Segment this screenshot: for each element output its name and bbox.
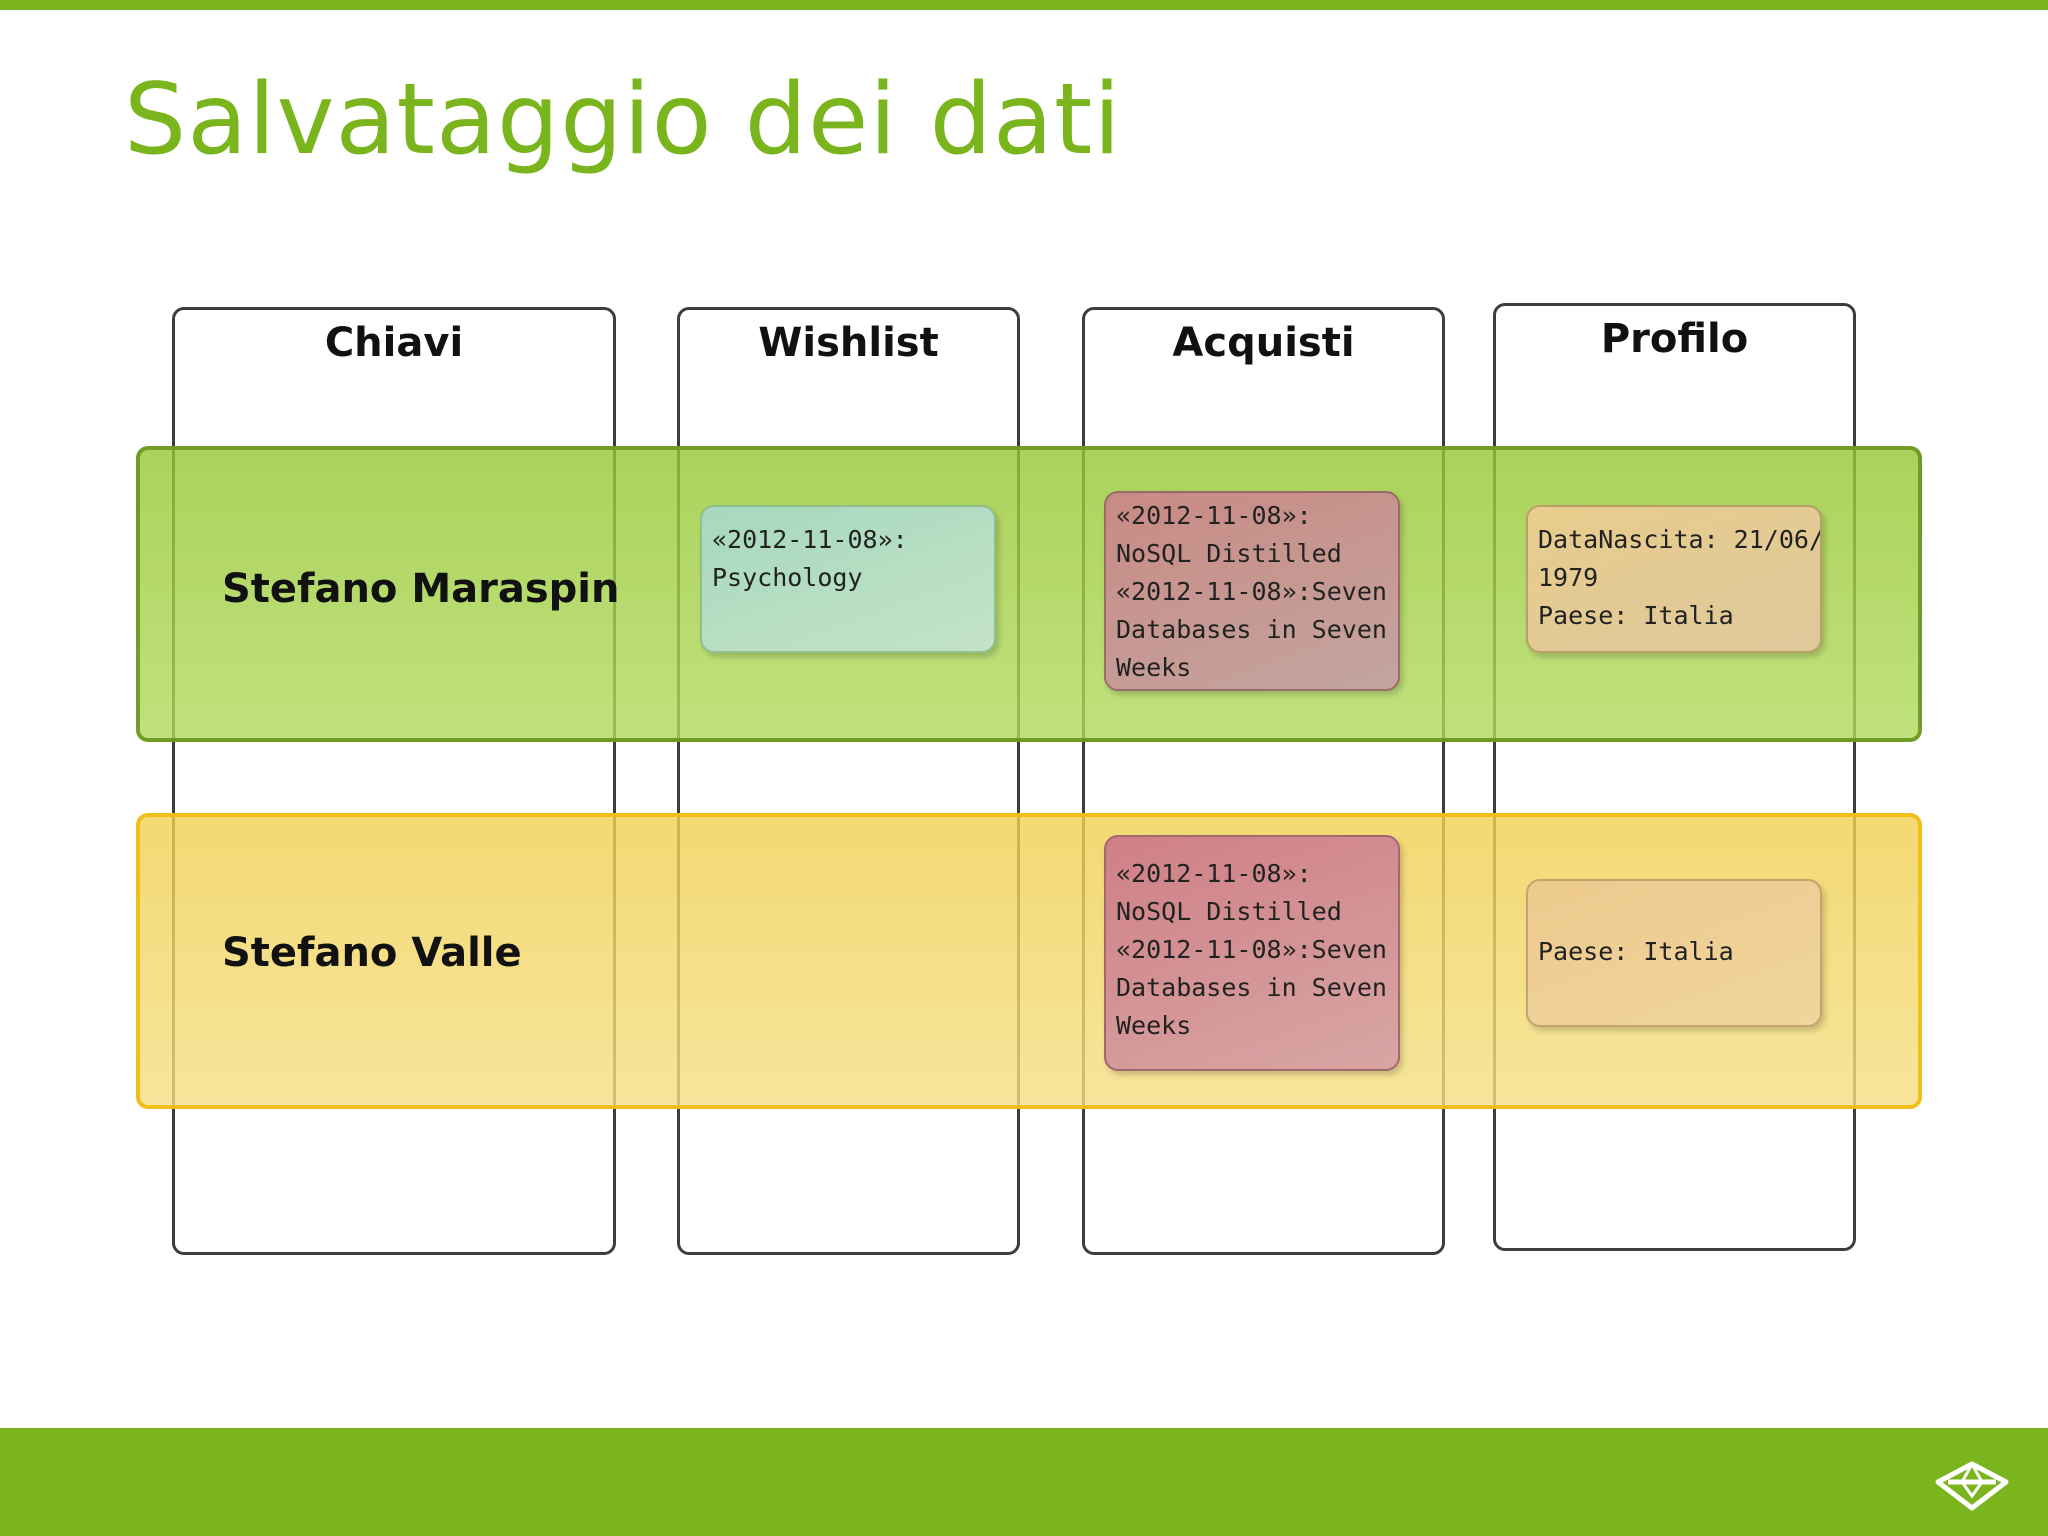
cell-line: Weeks [1116,1011,1192,1040]
cell-line: «2012-11-08»: [712,525,908,554]
row-key-label: Stefano Maraspin [222,566,620,612]
cell-line: 1979 [1538,563,1599,592]
row-key-label: Stefano Valle [222,930,522,976]
cell-line: «2012-11-08»: [1116,501,1312,530]
cell-line: «2012-11-08»: [1116,859,1312,888]
acquisti-cell: «2012-11-08»: NoSQL Distilled «2012-11-0… [1104,835,1400,1071]
cell-line: Psychology [712,563,863,592]
cell-line: Paese: Italia [1538,601,1734,630]
slide-title: Salvataggio dei dati [124,63,1122,177]
column-header-chiavi: Chiavi [324,320,464,366]
cell-line: Paese: Italia [1538,937,1734,966]
cell-line: NoSQL Distilled [1116,897,1342,926]
wishlist-cell: «2012-11-08»: Psychology [700,505,996,653]
column-header-acquisti: Acquisti [1172,320,1355,366]
column-wishlist: Wishlist [677,307,1020,1255]
profilo-cell: DataNascita: 21/06/ 1979 Paese: Italia [1526,505,1822,653]
diamond-logo-icon [1935,1460,2009,1511]
bottom-accent-bar [0,1428,2048,1536]
cell-line: «2012-11-08»:Seven [1116,935,1387,964]
profilo-cell: Paese: Italia [1526,879,1822,1027]
cell-line: Databases in Seven [1116,615,1387,644]
column-header-wishlist: Wishlist [758,320,939,366]
acquisti-cell: «2012-11-08»: NoSQL Distilled «2012-11-0… [1104,491,1400,691]
cell-line: Weeks [1116,653,1192,682]
cell-line: DataNascita: 21/06/ [1538,525,1822,554]
column-chiavi: Chiavi [172,307,616,1255]
column-profilo: Profilo [1493,303,1856,1251]
cell-line: Databases in Seven [1116,973,1387,1002]
column-acquisti: Acquisti [1082,307,1445,1255]
top-accent-bar [0,0,2048,10]
cell-line: «2012-11-08»:Seven [1116,577,1387,606]
column-header-profilo: Profilo [1600,316,1749,362]
cell-line: NoSQL Distilled [1116,539,1342,568]
